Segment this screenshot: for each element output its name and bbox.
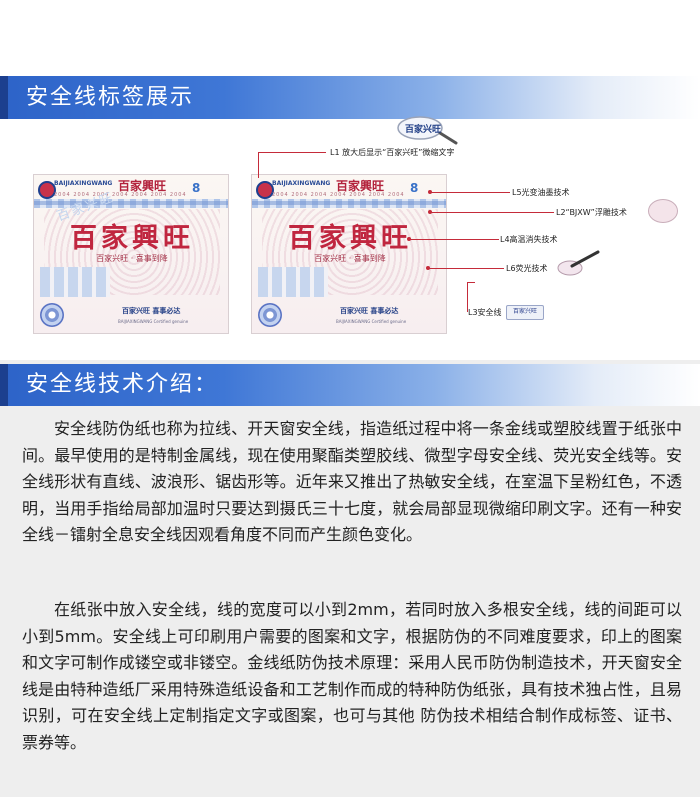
brand-header: 百家興旺 — [336, 179, 385, 193]
security-thread — [34, 201, 228, 205]
brand-slogan: 百家兴旺 · 喜事到降 — [96, 254, 168, 263]
scratch-squares — [258, 267, 328, 297]
security-thread — [252, 201, 446, 205]
hologram-seal-icon — [258, 303, 282, 327]
hologram-seal-icon — [40, 303, 64, 327]
leader-line-l3-vertical — [467, 282, 468, 312]
annotation-l5: L5光变油墨技术 — [512, 188, 570, 197]
bottom-pinyin: BAIJIAXINGWANG Certified genuine — [336, 319, 407, 324]
banner-accent — [0, 364, 8, 406]
scratch-squares — [40, 267, 110, 297]
banner-accent — [0, 76, 8, 119]
brand-header: 百家興旺 — [118, 179, 167, 193]
micro-text-row: 2004 2004 2004 2004 2004 2004 2004 — [272, 192, 405, 198]
brand-logo-icon — [38, 181, 56, 199]
brand-pinyin: BAIJIAXINGWANG — [272, 180, 331, 187]
micro-text-row: 2004 2004 2004 2004 2004 2004 2004 — [54, 192, 187, 198]
leader-line-l5 — [430, 192, 510, 193]
optical-ink-digit: 8 — [192, 181, 201, 195]
emboss-sample-icon — [648, 199, 678, 223]
uv-pen-icon — [557, 250, 600, 276]
leader-line-l6 — [428, 268, 504, 269]
leader-line-l4 — [409, 239, 499, 240]
section-title: 安全线标签展示 — [26, 85, 195, 110]
annotation-l3: L3安全线 — [468, 308, 502, 317]
annotation-l1: L1 放大后显示“百家兴旺”微缩文字 — [330, 148, 455, 157]
security-thread-sample: 百家兴旺 — [506, 305, 544, 320]
bottom-section-background — [0, 360, 700, 797]
magnified-micro-text: 百家兴旺 — [405, 125, 442, 135]
leader-line-l1 — [258, 152, 326, 153]
optical-ink-digit: 8 — [410, 181, 419, 195]
leader-line-l1-vertical — [258, 152, 259, 178]
leader-line-l2 — [430, 212, 554, 213]
security-label-sample-right: BAIJIAXINGWANG 百家興旺 8 2004 2004 2004 200… — [251, 174, 447, 334]
annotation-l4: L4高温消失技术 — [500, 235, 558, 244]
brand-logo-icon — [256, 181, 274, 199]
bottom-brand: 百家兴旺 喜事必达 — [340, 307, 399, 315]
brand-title: 百家興旺 — [70, 223, 194, 254]
security-label-sample-left: BAIJIAXINGWANG 百家興旺 8 2004 2004 2004 200… — [33, 174, 229, 334]
bottom-brand: 百家兴旺 喜事必达 — [122, 307, 181, 315]
section-title: 安全线技术介绍： — [26, 372, 219, 397]
body-paragraph-1: 安全线防伪纸也称为拉线、开天窗安全线，指造纸过程中将一条金线或塑胶线置于纸张中间… — [22, 419, 682, 544]
body-paragraph-2: 在纸张中放入安全线，线的宽度可以小到2mm，若同时放入多根安全线，线的间距可以小… — [22, 600, 682, 752]
section-banner-label-display: 安全线标签展示 — [0, 76, 700, 119]
bottom-pinyin: BAIJIAXINGWANG Certified genuine — [118, 319, 189, 324]
leader-line-l3-top — [467, 282, 475, 283]
brand-slogan: 百家兴旺 · 喜事到降 — [314, 254, 386, 263]
section-banner-technology: 安全线技术介绍： — [0, 364, 700, 406]
brand-pinyin: BAIJIAXINGWANG — [54, 180, 113, 187]
annotation-l2: L2“BJXW”浮雕技术 — [556, 208, 627, 217]
annotation-l6: L6荧光技术 — [506, 264, 548, 273]
brand-title: 百家興旺 — [288, 223, 412, 254]
magnifier-icon — [397, 116, 458, 145]
